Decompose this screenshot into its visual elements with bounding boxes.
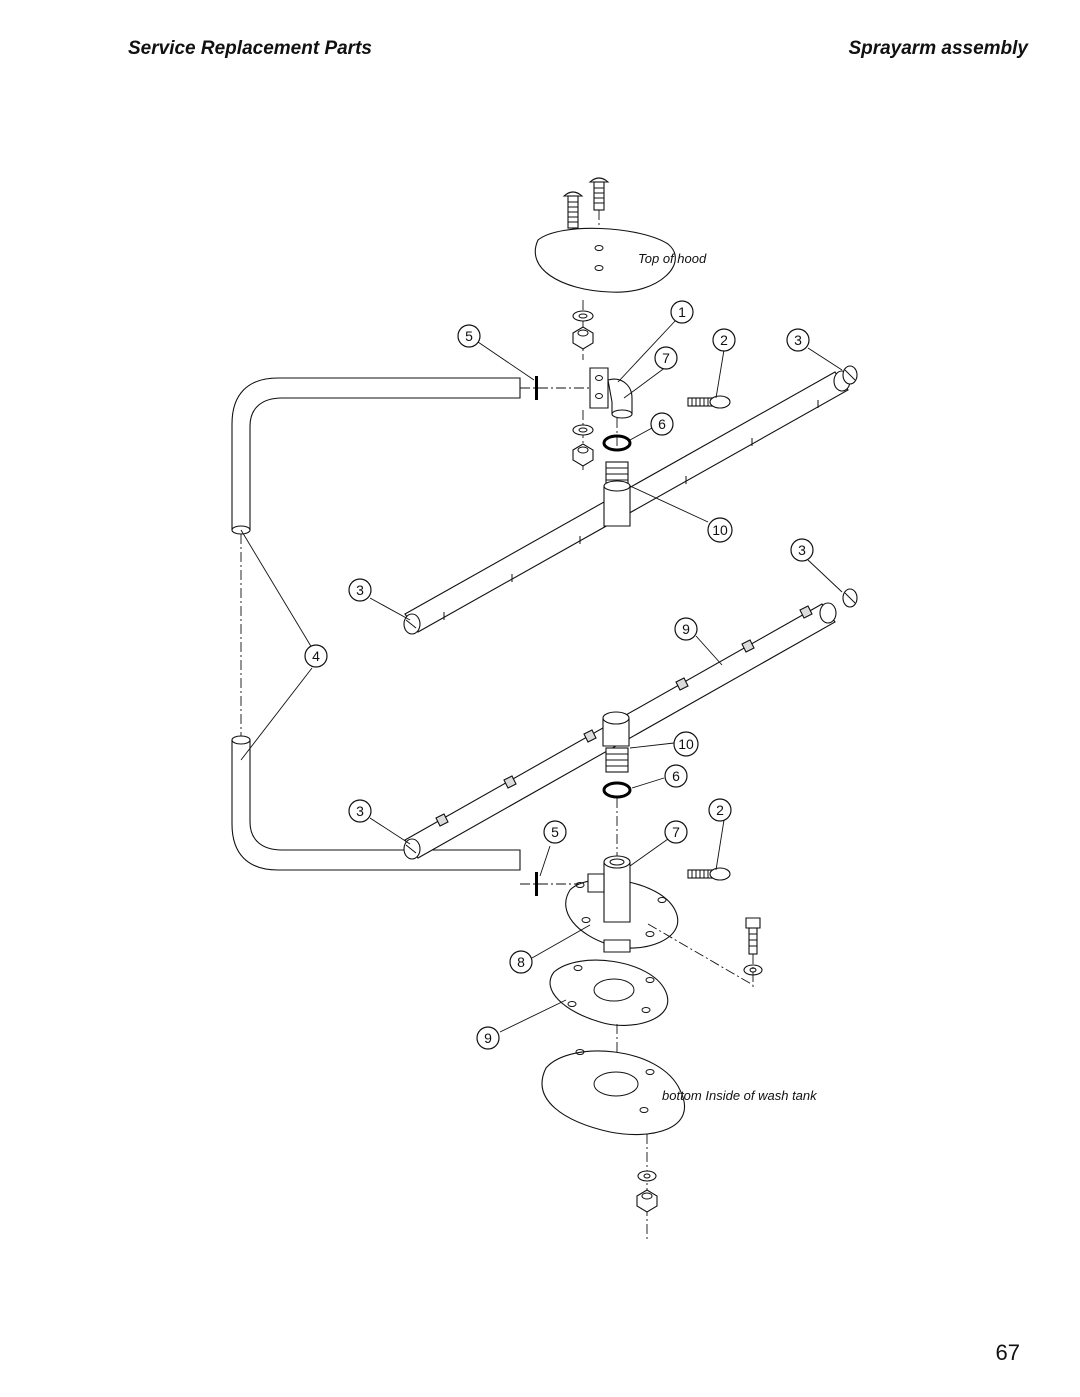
- callout-4: 4: [304, 644, 328, 668]
- top-of-hood-label: Top of hood: [638, 251, 707, 266]
- callout-number: 8: [517, 954, 525, 970]
- callout-7: 7: [664, 820, 688, 844]
- elbow-bracket-upper: [589, 367, 633, 419]
- callout-number: 2: [720, 332, 728, 348]
- gasket: [549, 959, 669, 1026]
- clamp-upper: [535, 376, 538, 400]
- callout-3: 3: [790, 538, 814, 562]
- spray-arm-lower: [403, 602, 837, 860]
- end-cap-upper-right: [842, 365, 858, 385]
- callout-6: 6: [650, 412, 674, 436]
- clamp-lower: [535, 872, 538, 896]
- callout-number: 5: [465, 328, 473, 344]
- callout-number: 9: [682, 621, 690, 637]
- callout-number: 9: [484, 1030, 492, 1046]
- callout-number: 2: [716, 802, 724, 818]
- callout-number: 3: [356, 803, 364, 819]
- callout-number: 6: [658, 416, 666, 432]
- washer-bottom: [637, 1170, 657, 1182]
- nut-mid: [572, 443, 594, 467]
- callout-9: 9: [476, 1026, 500, 1050]
- callout-number: 10: [678, 736, 694, 752]
- hood-screws: [562, 177, 610, 229]
- callout-2: 2: [708, 798, 732, 822]
- callout-number: 3: [794, 332, 802, 348]
- callout-10: 10: [707, 517, 733, 543]
- page-number: 67: [995, 1340, 1020, 1365]
- callout-number: 3: [356, 582, 364, 598]
- section-title: Service Replacement Parts: [128, 38, 372, 59]
- hood-plate: [534, 227, 676, 293]
- nut-bottom: [636, 1189, 658, 1213]
- washer-mid: [572, 424, 594, 436]
- elbow-flange-lower: [565, 855, 679, 953]
- callout-number: 5: [551, 824, 559, 840]
- callout-7: 7: [654, 346, 678, 370]
- connector-lower: [605, 747, 629, 773]
- callout-number: 6: [672, 768, 680, 784]
- page-title: Sprayarm assembly: [848, 38, 1028, 59]
- bottom-inside-label: bottom Inside of wash tank: [662, 1088, 818, 1103]
- spray-arm-upper: [403, 370, 851, 635]
- callout-number: 10: [712, 522, 728, 538]
- callout-6: 6: [664, 764, 688, 788]
- thumb-screw-lower: [687, 867, 731, 881]
- callout-10: 10: [673, 731, 699, 757]
- tank-bottom-plate: [541, 1049, 686, 1135]
- callout-number: 3: [798, 542, 806, 558]
- callout-number: 1: [678, 304, 686, 320]
- callout-number: 4: [312, 648, 320, 664]
- o-ring-upper: [602, 434, 632, 452]
- callout-5: 5: [457, 324, 481, 348]
- callout-3: 3: [786, 328, 810, 352]
- thumb-screw-upper: [687, 395, 731, 409]
- callout-8: 8: [509, 950, 533, 974]
- washer-upper: [572, 310, 594, 322]
- callout-number: 7: [672, 824, 680, 840]
- callout-9: 9: [674, 617, 698, 641]
- callout-2: 2: [712, 328, 736, 352]
- callout-number: 7: [662, 350, 670, 366]
- hex-bolt: [743, 917, 763, 976]
- callout-3: 3: [348, 799, 372, 823]
- end-cap-lower-right: [842, 588, 858, 608]
- connecting-pipe: [231, 377, 521, 871]
- callout-1: 1: [670, 300, 694, 324]
- nut-upper: [572, 326, 594, 350]
- callout-5: 5: [543, 820, 567, 844]
- o-ring-lower: [602, 781, 632, 799]
- callout-3: 3: [348, 578, 372, 602]
